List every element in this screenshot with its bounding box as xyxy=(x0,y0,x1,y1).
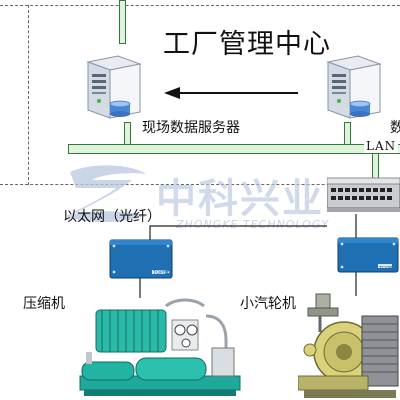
lan-label: LAN xyxy=(364,139,399,153)
compressor-label: 压缩机 xyxy=(23,296,65,312)
page-title: 工厂管理中心 xyxy=(163,29,331,60)
watermark-chinese-text: 中科兴业 xyxy=(156,176,324,222)
left-server-icon xyxy=(86,55,142,119)
network-switch-icon xyxy=(327,177,400,212)
data-flow-arrow xyxy=(164,87,298,99)
left-field-controller-icon xyxy=(109,239,173,279)
left-boundary-dashed-line xyxy=(28,5,29,185)
right-server-label: 数 xyxy=(390,120,400,136)
lan-bus xyxy=(68,144,400,154)
turbine-label: 小汽轮机 xyxy=(240,296,296,312)
left-server-label: 现场数据服务器 xyxy=(142,120,240,136)
ethernet-label: 以太网（光纤） xyxy=(63,209,161,225)
watermark-logo-icon xyxy=(66,165,146,222)
right-field-controller-icon xyxy=(337,237,399,273)
left-controller-tag: TOPBY xyxy=(153,270,170,276)
right-server-icon xyxy=(326,55,382,119)
steam-turbine-machine-icon xyxy=(298,293,399,398)
top-boundary-dashed-line xyxy=(0,5,400,6)
right-controller-tag: TOPBY xyxy=(379,266,396,272)
middle-boundary-dashed-line xyxy=(0,184,400,185)
top-connection-pipe xyxy=(119,0,126,44)
watermark-english-text: ZHONGKE TECHNOLOGY xyxy=(176,218,330,231)
compressor-machine-icon xyxy=(79,298,241,396)
